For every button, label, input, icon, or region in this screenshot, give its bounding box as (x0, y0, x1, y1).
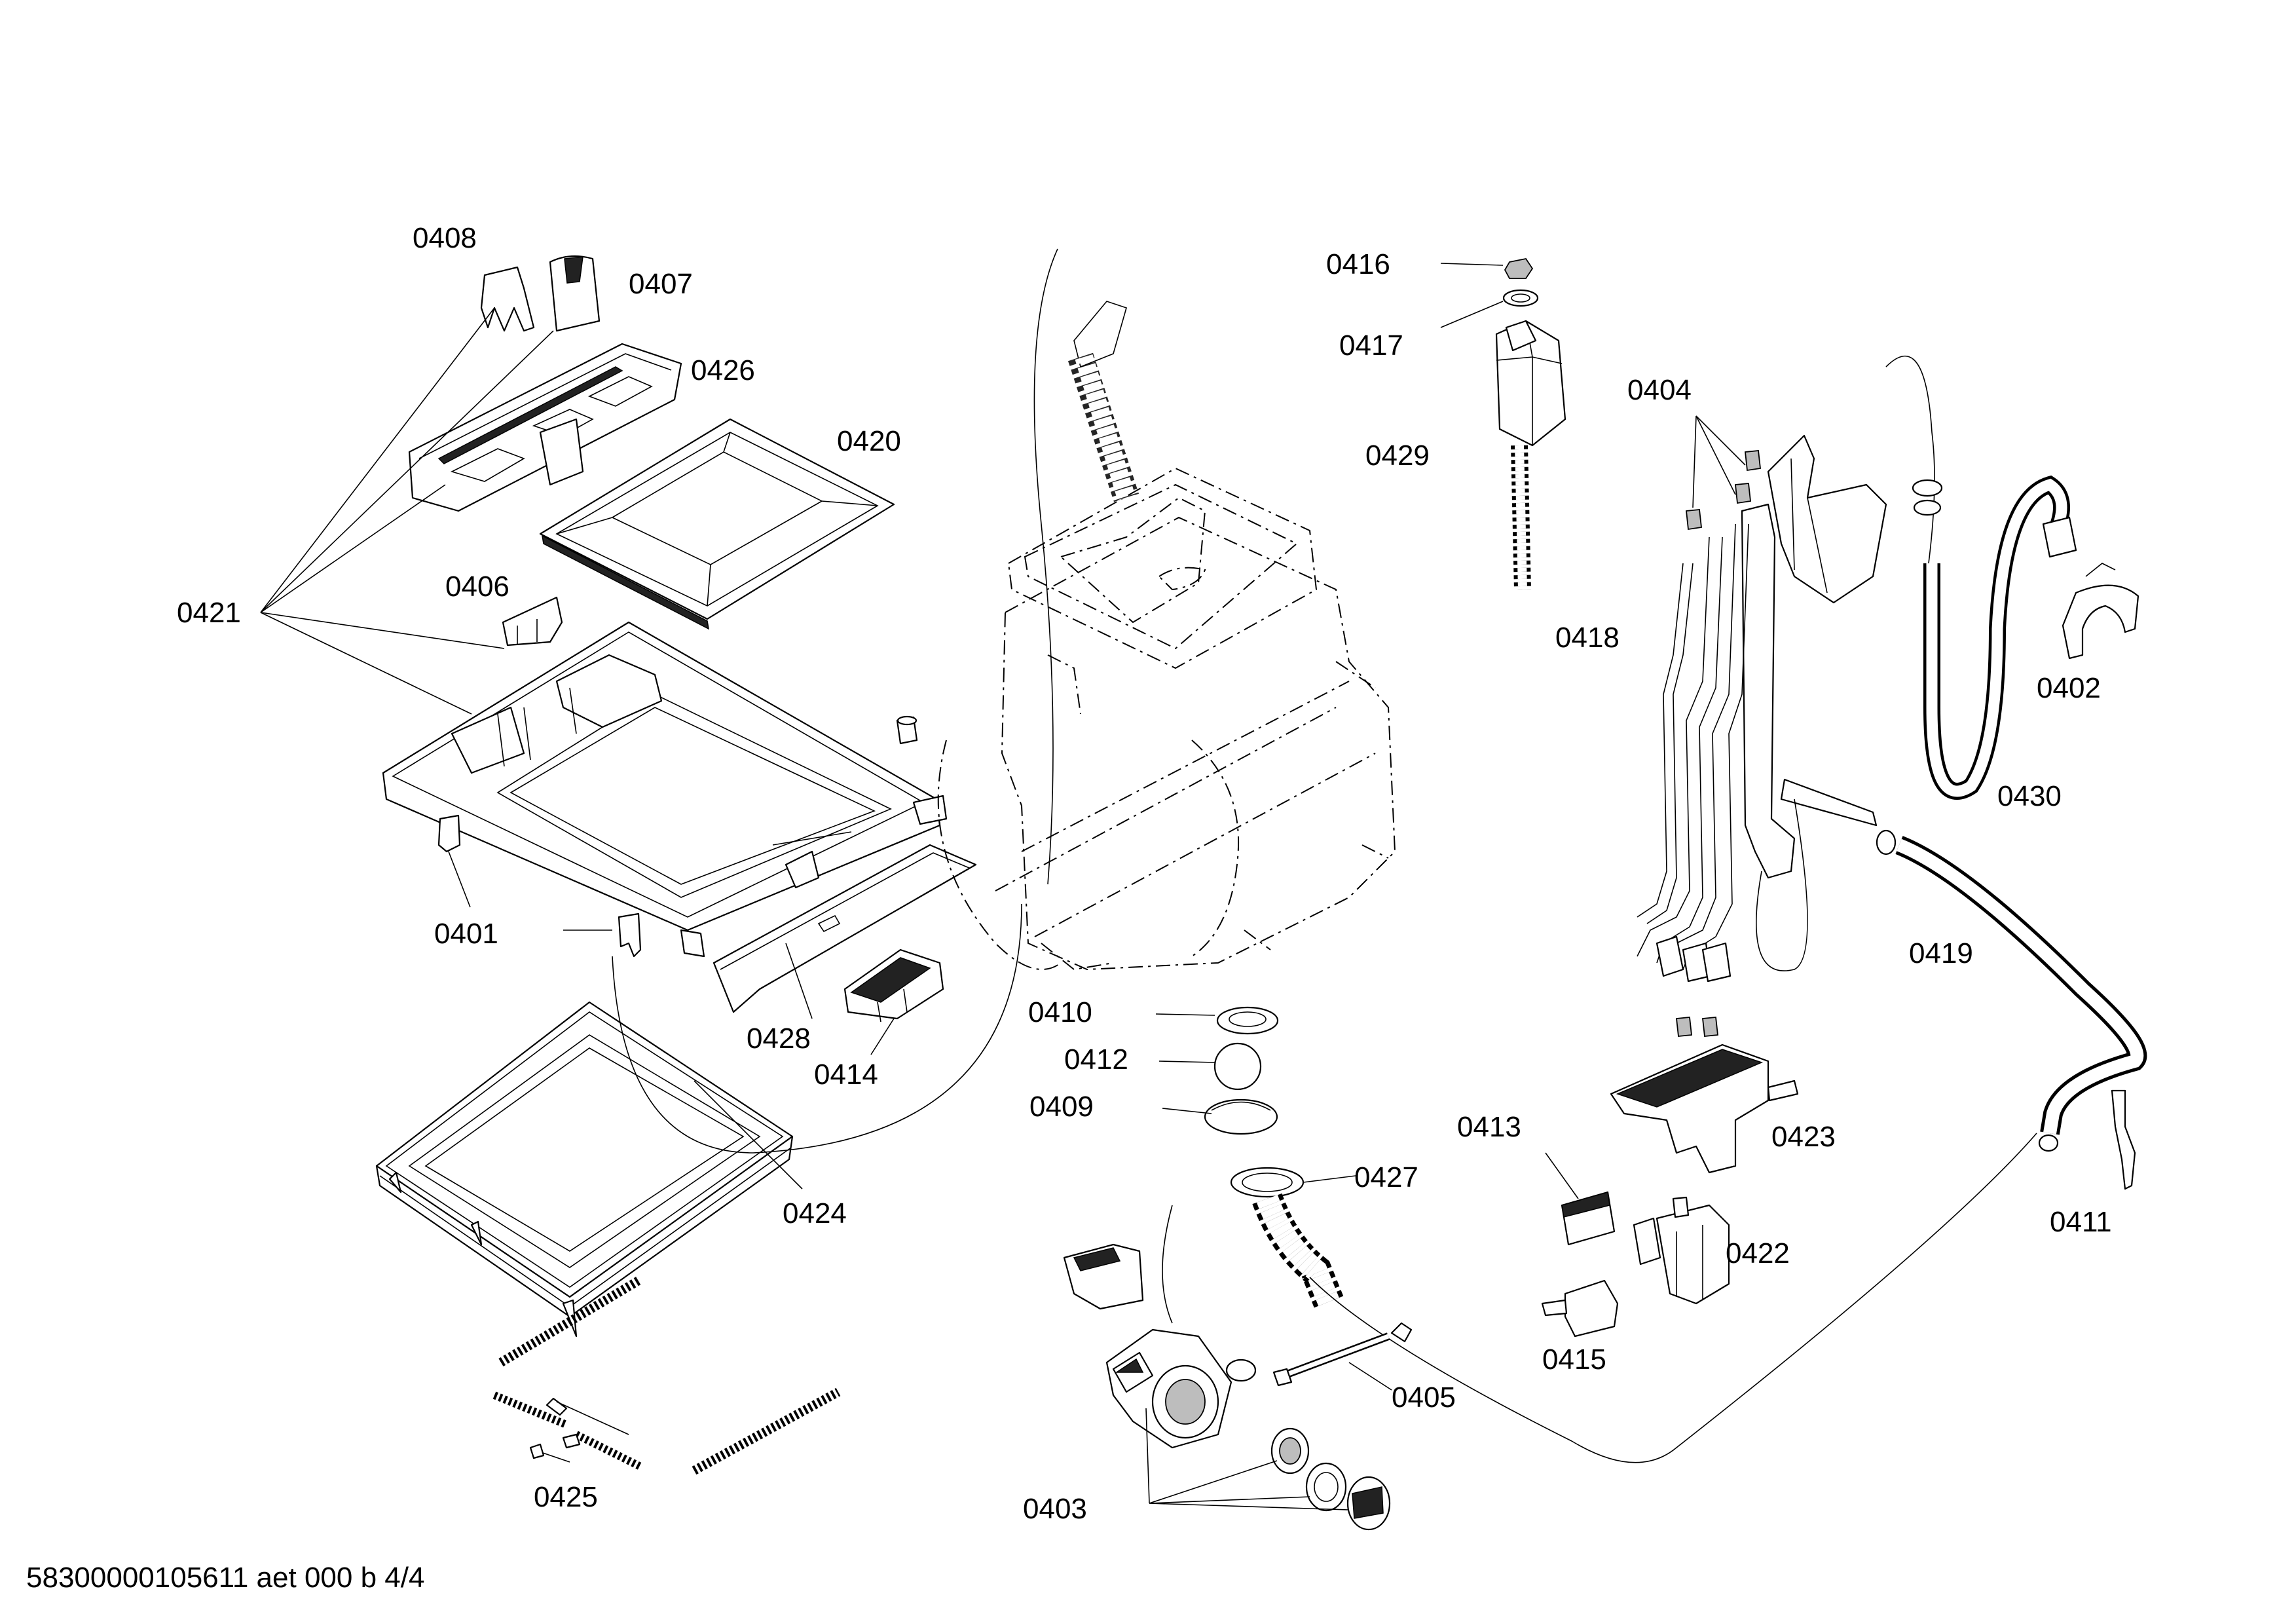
part-0420-basin-insert-drawing (539, 418, 895, 630)
label-0409: 0409 (1029, 1091, 1094, 1123)
part-0413-filter-drawing (1561, 1191, 1616, 1246)
part-0427-sump-hose-drawing (1162, 1133, 2037, 1463)
label-0416: 0416 (1326, 248, 1390, 280)
part-0405-small-hose-drawing (1225, 1322, 1413, 1387)
label-0419: 0419 (1909, 937, 1973, 969)
label-0422: 0422 (1726, 1237, 1790, 1269)
leader-lines (260, 263, 1746, 1511)
label-0411: 0411 (2050, 1206, 2112, 1238)
part-0422-inlet-valve-drawing (1633, 1196, 1730, 1305)
label-0426: 0426 (691, 354, 755, 386)
part-0404-plugs-drawing (1686, 450, 1761, 531)
part-0423-bracket-drawing (1610, 1017, 1799, 1174)
part-0409-cap-drawing (1204, 1098, 1278, 1135)
label-0418: 0418 (1555, 622, 1620, 654)
label-0413: 0413 (1457, 1111, 1521, 1143)
part-labels: 0408 0407 0426 0420 0406 0421 0401 0428 … (177, 222, 2112, 1525)
label-0429: 0429 (1365, 440, 1430, 472)
part-0414-lock-drawing (843, 948, 944, 1023)
part-0416-nut-drawing (1504, 257, 1534, 279)
label-0406: 0406 (445, 571, 509, 603)
part-0421-lid-frame-drawing (382, 621, 948, 958)
label-0410: 0410 (1028, 996, 1092, 1028)
part-0430-inlet-hose-drawing (1885, 355, 2077, 800)
label-0401: 0401 (434, 918, 498, 950)
label-0417: 0417 (1339, 329, 1403, 362)
part-0410-ring-drawing (1216, 1006, 1279, 1035)
label-0430: 0430 (1997, 780, 2062, 812)
part-0401-clip-drawing (437, 814, 642, 958)
part-0403-drain-pump-drawing (1063, 1243, 1391, 1531)
label-0415: 0415 (1542, 1343, 1606, 1376)
part-0402-clamp-drawing (2062, 563, 2139, 660)
label-0414: 0414 (814, 1059, 878, 1091)
part-0419-drain-hose-drawing (1876, 829, 2147, 1152)
label-0421: 0421 (177, 597, 241, 629)
label-0424: 0424 (783, 1197, 847, 1229)
tub-reference-drawing (612, 248, 1396, 1154)
part-0417-washer-drawing (1502, 289, 1539, 307)
label-0404: 0404 (1627, 374, 1692, 406)
part-0415-connector-drawing (1541, 1279, 1619, 1338)
label-0403: 0403 (1023, 1493, 1087, 1525)
label-0412: 0412 (1064, 1043, 1128, 1076)
part-0425-springs-drawing (492, 1276, 841, 1475)
part-0429-chamber-drawing (1495, 320, 1566, 590)
label-0423: 0423 (1771, 1121, 1836, 1153)
part-0428-strip-drawing (713, 844, 977, 1013)
part-0407-cover-drawing (549, 255, 601, 332)
part-0424-door-seal-drawing (375, 1001, 794, 1338)
label-0408: 0408 (413, 222, 477, 254)
footer-document-code: 58300000105611 aet 000 b 4/4 (26, 1562, 424, 1594)
part-0426-dispenser-tray-drawing (408, 343, 682, 512)
part-0406-latch-drawing (502, 596, 563, 647)
label-0420: 0420 (837, 425, 901, 457)
label-0427: 0427 (1354, 1161, 1418, 1193)
part-0418-manifold-drawing (1637, 434, 1887, 983)
part-0412-ball-drawing (1213, 1042, 1262, 1091)
label-0405: 0405 (1392, 1381, 1456, 1414)
label-0402: 0402 (2037, 672, 2101, 704)
label-0425: 0425 (534, 1481, 598, 1513)
part-0411-clip-drawing (2111, 1089, 2136, 1190)
label-0428: 0428 (747, 1023, 811, 1055)
part-0408-clip-drawing (480, 266, 535, 332)
label-0407: 0407 (629, 268, 693, 300)
